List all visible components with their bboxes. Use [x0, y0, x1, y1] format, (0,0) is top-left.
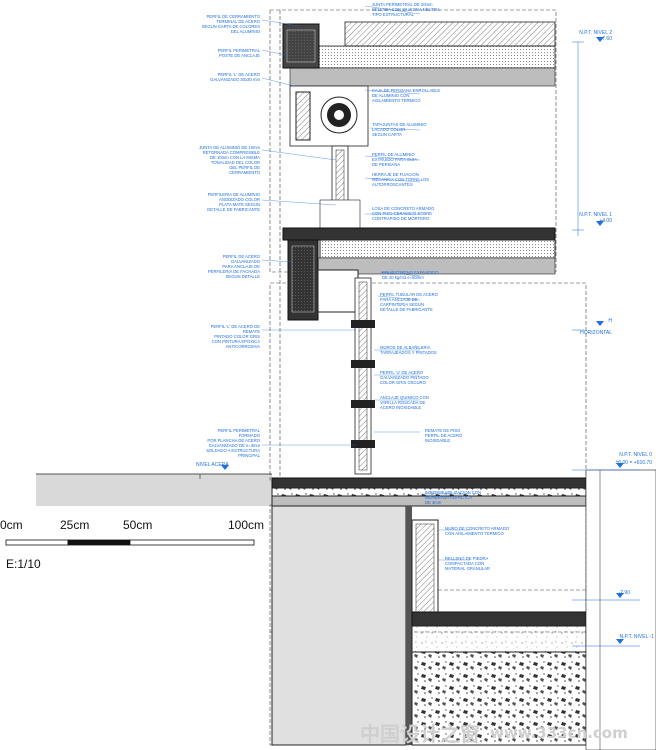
level-horizontal-name: H — [608, 318, 612, 324]
slab-level-2 — [282, 21, 556, 87]
note-left-4: JUNTA DE ALUMINIO DE 10mm RETORNADA COMP… — [199, 145, 260, 175]
note-right-15: RELLENO DE PIEDRA COMPACTADA CON MATERIA… — [445, 556, 490, 571]
level-nivel1-value: +4.00 — [599, 218, 612, 224]
scale-ratio: E:1/10 — [6, 557, 41, 571]
note-right-3: TAPAJUNTAS DE ALUMINIO LACADO COLOR SEGU… — [372, 122, 427, 137]
level-nivel0-value: ±0.00 = +616.70 — [615, 460, 652, 466]
note-left-5: PERFILERIA DE ALUMINIO ANODIZADO COLOR P… — [207, 192, 260, 212]
note-right-13: IMPERMEABILIZACION CON MEMBRANA ASFALTIC… — [425, 490, 482, 505]
slab-level-1 — [282, 227, 556, 321]
sidewalk-ground — [36, 473, 272, 506]
note-right-11: ANCLAJE QUIMICO CON VARILLA ROSCADA DE A… — [380, 395, 429, 410]
note-right-4: PERFIL DE ALUMINIO EXTRUIDO PARA GUIA DE… — [372, 152, 418, 167]
note-right-9: MUROS DE ALBAÑILERIA TARRAJEADOS Y PINTA… — [380, 345, 437, 355]
note-right-8: PERFIL TUBULAR DE ACERO PARA ANCLAJE DE … — [380, 292, 438, 312]
note-left-7: PERFIL 'L' DE ACERO DE REMATE PINTADO CO… — [210, 324, 260, 349]
watermark-cn: 中国设计之窗 — [360, 722, 480, 746]
note-right-1: JUNTA PERIMETRAL DE 20mm SELLADA CON SIL… — [372, 2, 440, 17]
note-left-3: PERFIL 'L' DE ACERO GALVANIZADO 30x30 mm — [210, 72, 260, 82]
level-markers — [221, 37, 624, 644]
leader-lines — [261, 5, 470, 561]
level-acera: NIVEL ACERA — [196, 462, 229, 468]
watermark-url: www.333cn.com — [490, 724, 628, 742]
note-left-6: PERFIL DE ACERO GALVANIZADO PARA ANCLAJE… — [207, 254, 260, 279]
note-left-2: PERFIL PERIMETRAL POSTE DE ANCLAJE — [217, 48, 260, 58]
window-mullion-upper — [319, 145, 361, 239]
window-mullion-lower — [351, 277, 375, 475]
level-nivel2-value: +7.60 — [599, 36, 612, 42]
roller-shutter-box — [289, 85, 369, 147]
note-right-10: PERFIL 'U' DE ACERO GALVANIZADO PINTADO … — [380, 370, 429, 385]
level-horizontal-value: HORIZONTAL — [580, 330, 612, 336]
level-nivel2-name: N.P.T. NIVEL 2 — [579, 30, 612, 36]
note-left-8: PERFIL PERIMETRAL FORMADO POR PLANCHA DE… — [206, 428, 260, 458]
note-right-6: LOSA DE CONCRETO ARMADO CON PISO CERAMIC… — [372, 206, 435, 221]
note-right-14: MURO DE CONCRETO ARMADO CON AISLAMIENTO … — [445, 526, 510, 536]
note-left-1: PERFIL DE CERRAMIENTO TERMINAL DE ACERO … — [201, 14, 260, 34]
scale-label-50: 50cm — [123, 518, 153, 532]
basement-wall — [271, 505, 587, 746]
level-nivel1-name: N.P.T. NIVEL 1 — [579, 212, 612, 218]
note-right-12: REMATE DE PISO PERFIL DE ACERO INOXIDABL… — [425, 428, 463, 443]
note-right-5: HERRAJE DE FIJACION MECANICA CON TORNILL… — [372, 172, 430, 187]
level-nivel0-name: N.P.T. NIVEL 0 — [619, 452, 652, 458]
scale-bar — [5, 539, 255, 546]
note-right-7: POLIESTIRENO EXPANDIDO DE 20 kg/m3 e=50m… — [382, 270, 439, 280]
note-right-2: CAJA DE PERSIANA ENROLLABLE DE ALUMINIO … — [372, 88, 441, 103]
retaining-column — [585, 469, 656, 750]
dimension-lines — [572, 41, 640, 647]
level-nivel-1-name: N.P.T. NIVEL -1 — [619, 634, 654, 640]
scale-label-0: 0cm — [0, 518, 23, 532]
level-neg-value: -2.90 — [618, 590, 630, 596]
scale-label-25: 25cm — [60, 518, 90, 532]
scale-label-100: 100cm — [228, 518, 265, 532]
